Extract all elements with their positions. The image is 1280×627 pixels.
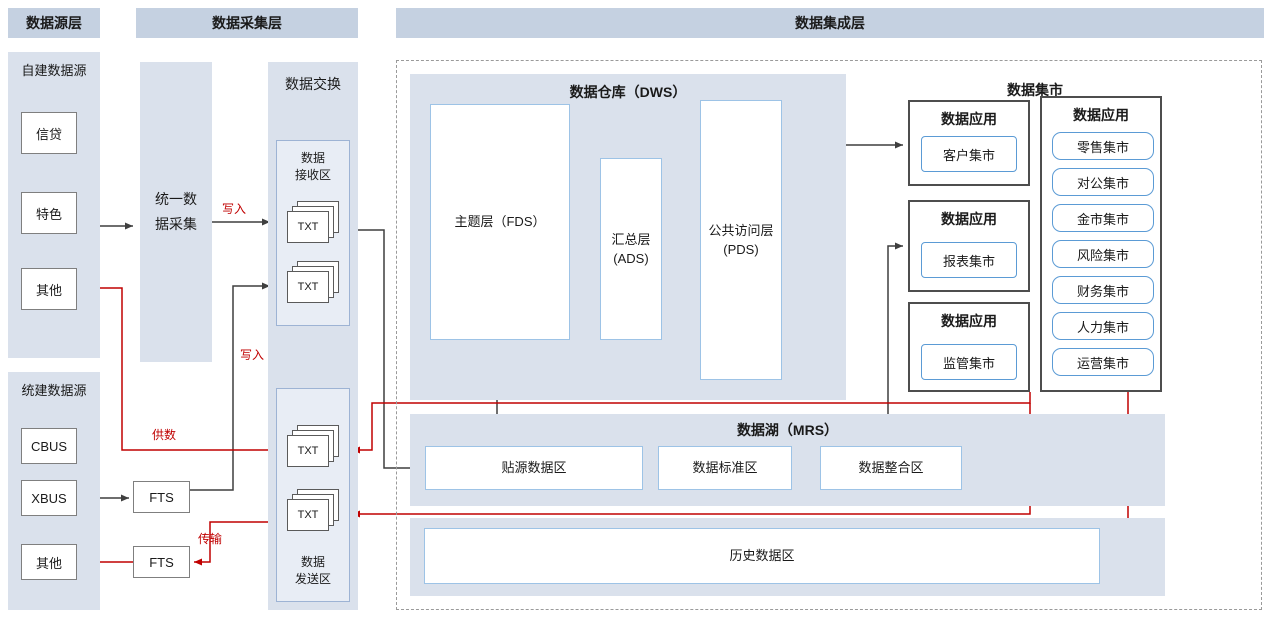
unified-sources-title: 统建数据源 <box>21 383 87 398</box>
data-receive-area: 数据 接收区 TXT TXT <box>276 140 350 326</box>
pds-label-line2: (PDS) <box>723 242 759 257</box>
dws-title: 数据仓库（DWS） <box>569 84 687 100</box>
mart-item-regulatory: 监管集市 <box>921 344 1017 380</box>
txt-file-label: TXT <box>287 271 329 303</box>
mart-item-operations: 运营集市 <box>1052 348 1154 376</box>
lake-integration-data-area: 数据整合区 <box>820 446 962 490</box>
header-data-collection-layer: 数据采集层 <box>136 8 358 38</box>
receive-title-line2: 接收区 <box>294 168 331 182</box>
header-data-source-layer: 数据源层 <box>8 8 100 38</box>
data-send-area: TXT TXT 数据 发送区 <box>276 388 350 602</box>
mart-item-hr: 人力集市 <box>1052 312 1154 340</box>
mart-item-financial-market: 金市集市 <box>1052 204 1154 232</box>
txt-file-label: TXT <box>287 435 329 467</box>
fds-subject-layer-box: 主题层（FDS） <box>430 104 570 340</box>
fts-box-1: FTS <box>133 481 190 513</box>
panel-self-built-sources: 自建数据源 信贷 特色 其他 <box>8 52 100 358</box>
integration-region-border <box>396 60 1262 610</box>
flow-label-write-1: 写入 <box>222 202 247 216</box>
panel-data-exchange: 数据交换 数据 接收区 TXT TXT TXT TXT 数据 发送区 <box>268 62 358 610</box>
source-item-xbus: XBUS <box>21 480 77 516</box>
lake-source-data-area: 贴源数据区 <box>425 446 643 490</box>
panel-unified-sources: 统建数据源 CBUS XBUS 其他 <box>8 372 100 610</box>
panel-data-lake-mrs: 数据湖（MRS） 贴源数据区 数据标准区 数据整合区 <box>410 414 1165 506</box>
txt-file-icon: TXT <box>287 261 341 303</box>
mart-group-report: 数据应用 报表集市 <box>908 200 1030 292</box>
mart-item-retail: 零售集市 <box>1052 132 1154 160</box>
source-item-credit: 信贷 <box>21 112 77 154</box>
mart-item-finance: 财务集市 <box>1052 276 1154 304</box>
send-title-line2: 发送区 <box>294 572 331 586</box>
self-built-title: 自建数据源 <box>21 63 87 78</box>
txt-file-icon: TXT <box>287 201 341 243</box>
txt-file-label: TXT <box>287 211 329 243</box>
mart-group-business: 数据应用 零售集市 对公集市 金市集市 风险集市 财务集市 人力集市 运营集市 <box>1040 96 1162 392</box>
mart-group-title: 数据应用 <box>941 111 997 127</box>
ads-label-line1: 汇总层 <box>611 231 651 247</box>
unified-data-collection-label: 统一数据采集 <box>155 190 197 232</box>
panel-history: 历史数据区 <box>410 518 1165 596</box>
mart-item-customer: 客户集市 <box>921 136 1017 172</box>
mart-group-customer: 数据应用 客户集市 <box>908 100 1030 186</box>
receive-title-line1: 数据 <box>300 151 325 165</box>
mart-group-title: 数据应用 <box>941 313 997 329</box>
txt-file-icon: TXT <box>287 489 341 531</box>
flow-label-transfer: 传输 <box>198 532 223 546</box>
history-data-area: 历史数据区 <box>424 528 1100 584</box>
send-title-line1: 数据 <box>300 555 325 569</box>
ads-summary-layer-box: 汇总层 (ADS) <box>600 158 662 340</box>
mart-item-corporate: 对公集市 <box>1052 168 1154 196</box>
flow-label-supply: 供数 <box>152 428 177 442</box>
data-lake-title: 数据湖（MRS） <box>736 422 839 438</box>
header-data-integration-layer: 数据集成层 <box>396 8 1264 38</box>
source-item-cbus: CBUS <box>21 428 77 464</box>
mart-group-title: 数据应用 <box>1073 107 1129 123</box>
data-exchange-title: 数据交换 <box>285 76 341 92</box>
txt-file-label: TXT <box>287 499 329 531</box>
pds-public-access-layer-box: 公共访问层 (PDS) <box>700 100 782 380</box>
mart-item-risk: 风险集市 <box>1052 240 1154 268</box>
unified-data-collection-block: 统一数据采集 <box>140 62 212 362</box>
source-item-other-self: 其他 <box>21 268 77 310</box>
mart-item-report: 报表集市 <box>921 242 1017 278</box>
lake-standard-data-area: 数据标准区 <box>658 446 792 490</box>
txt-file-icon: TXT <box>287 425 341 467</box>
panel-data-warehouse-dws: 数据仓库（DWS） 主题层（FDS） 汇总层 (ADS) 公共访问层 (PDS) <box>410 74 846 400</box>
source-item-other-unified: 其他 <box>21 544 77 580</box>
pds-label-line1: 公共访问层 <box>708 222 774 238</box>
data-marts-title: 数据集市 <box>1007 82 1063 98</box>
mart-group-title: 数据应用 <box>941 211 997 227</box>
ads-label-line2: (ADS) <box>613 251 649 266</box>
mart-group-regulatory: 数据应用 监管集市 <box>908 302 1030 392</box>
fts-box-2: FTS <box>133 546 190 578</box>
source-item-special: 特色 <box>21 192 77 234</box>
flow-label-write-2: 写入 <box>240 348 265 362</box>
